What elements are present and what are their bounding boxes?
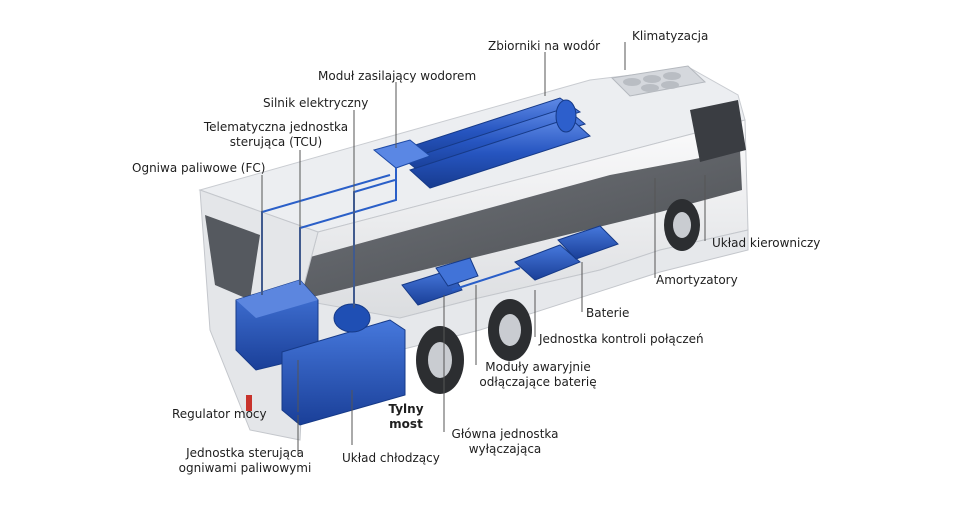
label-emergency-battery-disconnect-modules: Moduły awaryjnie odłączające baterię [479, 360, 597, 389]
batteries [514, 225, 619, 281]
components [235, 97, 619, 426]
label-power-regulator: Regulator mocy [172, 407, 267, 421]
label-cooling-system: Układ chłodzący [342, 451, 440, 465]
label-fuel-cells: Ogniwa paliwowe (FC) [132, 161, 266, 175]
wheels [416, 199, 700, 394]
cooling-system [281, 319, 406, 426]
label-hydrogen-supply-module: Moduł zasilający wodorem [318, 69, 477, 83]
leader-lines [261, 42, 706, 455]
hydrogen-supply-module [372, 139, 432, 169]
label-batteries: Baterie [586, 306, 630, 320]
label-rear-axle: Tylny most [388, 402, 424, 431]
label-telematics-control-unit: Telematyczna jednostka sterująca (TCU) [203, 120, 349, 149]
label-steering-system: Układ kierowniczy [712, 236, 821, 250]
emergency-disconnect-modules [435, 257, 479, 287]
label-fuel-cell-control-unit: Jednostka sterująca ogniwami paliwowymi [178, 446, 312, 475]
hydrogen-tanks [398, 97, 591, 189]
label-electric-motor: Silnik elektryczny [263, 96, 369, 110]
label-shock-absorbers: Amortyzatory [656, 273, 738, 287]
label-main-disconnect-unit: Główna jednostka wyłączająca [451, 427, 559, 456]
label-connection-control-unit: Jednostka kontroli połączeń [539, 332, 704, 346]
electric-motor [333, 303, 371, 333]
label-air-conditioning: Klimatyzacja [632, 29, 709, 43]
label-hydrogen-tanks: Zbiorniki na wodór [488, 39, 601, 53]
